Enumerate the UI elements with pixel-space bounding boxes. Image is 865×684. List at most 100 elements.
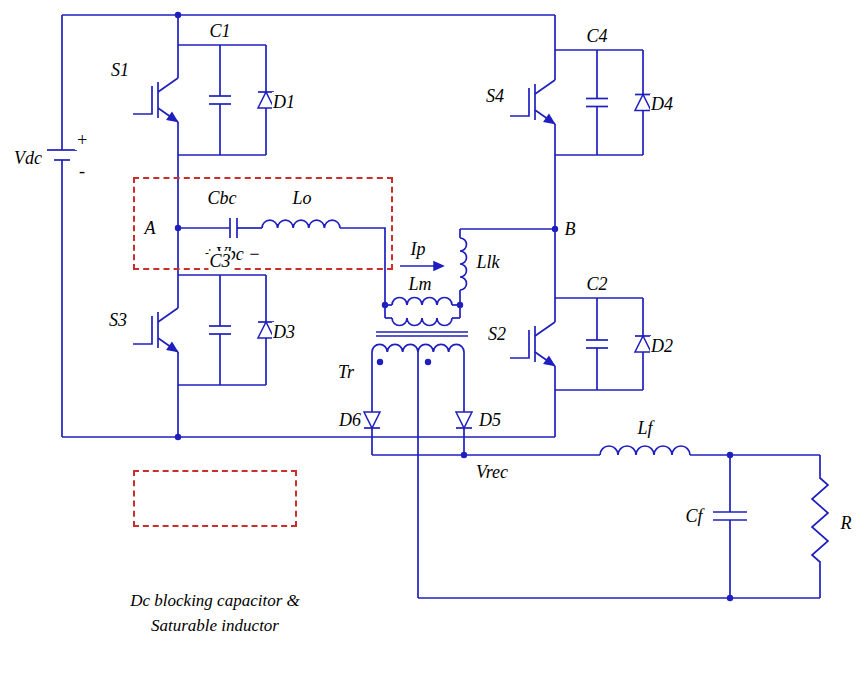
diode-symbol <box>635 336 651 352</box>
igbt-gate <box>510 330 529 358</box>
inductor-symbol <box>262 220 340 228</box>
capacitor-symbol <box>209 95 231 97</box>
capacitor-symbol <box>229 218 231 238</box>
wire <box>177 45 179 78</box>
component-label: D3 <box>272 322 296 342</box>
wire <box>372 454 600 456</box>
wire <box>178 154 266 156</box>
component-label: B <box>564 219 577 239</box>
capacitor-symbol <box>713 511 747 513</box>
component-label: C4 <box>585 26 608 46</box>
wire <box>62 436 555 438</box>
igbt-symbol <box>158 108 178 122</box>
wire <box>371 428 373 455</box>
igbt-symbol <box>157 82 159 118</box>
transformer-core <box>376 335 468 337</box>
component-label: Lo <box>291 188 312 208</box>
component-label: S4 <box>485 86 505 106</box>
diode-symbol <box>635 95 651 111</box>
component-label: C2 <box>585 274 608 294</box>
wire <box>265 108 267 155</box>
junction-dot <box>727 452 733 458</box>
wire <box>177 352 179 385</box>
wire <box>459 229 461 238</box>
wire <box>219 334 221 385</box>
inductor-symbol <box>600 446 690 455</box>
wire <box>463 352 465 412</box>
diode-symbol <box>364 412 380 428</box>
wire <box>642 111 644 156</box>
component-label: S3 <box>108 310 128 330</box>
wire <box>178 384 266 386</box>
wire <box>596 107 598 156</box>
wire <box>177 122 179 155</box>
wire <box>690 454 820 456</box>
component-label: D2 <box>650 336 674 356</box>
wire <box>61 160 63 437</box>
igbt-symbol <box>535 80 555 94</box>
component-label: Tr <box>337 362 355 382</box>
igbt-symbol <box>535 352 555 366</box>
capacitor-symbol <box>586 339 608 341</box>
wire <box>729 520 731 598</box>
wire <box>555 49 643 51</box>
igbt-symbol <box>158 338 178 352</box>
igbt-symbol <box>158 308 178 322</box>
junction-dot <box>175 12 181 18</box>
wire <box>219 104 221 155</box>
transformer-core <box>376 331 468 333</box>
wire <box>555 154 643 156</box>
component-label: C1 <box>208 21 231 41</box>
legend-text: Dc blocking capacitor & Saturable induct… <box>105 588 325 638</box>
igbt-symbol <box>535 110 555 124</box>
component-label: S2 <box>487 324 507 344</box>
inductor-symbol <box>460 238 467 290</box>
transformer-winding <box>392 318 452 326</box>
wire <box>554 390 556 437</box>
wire <box>555 297 643 299</box>
wire <box>178 44 266 46</box>
wire <box>554 124 556 155</box>
magnetizing-inductor <box>392 298 452 306</box>
wire <box>237 227 262 229</box>
wire <box>62 14 555 16</box>
igbt-symbol <box>157 312 159 348</box>
wire <box>596 298 598 340</box>
junction-dot <box>727 595 733 601</box>
diode-symbol <box>456 412 472 428</box>
wire <box>554 15 556 50</box>
wire <box>554 50 556 80</box>
component-label: Llk <box>475 252 500 272</box>
igbt-arrow <box>167 343 177 351</box>
component-label: S1 <box>110 60 130 80</box>
highlight-region: ACbcLo+Vbc − <box>133 177 393 270</box>
current-arrow <box>400 265 436 267</box>
component-label: D6 <box>338 410 362 430</box>
wire <box>463 428 465 455</box>
igbt-arrow <box>544 357 554 365</box>
igbt-gate <box>133 316 152 344</box>
junction-dot <box>175 434 181 440</box>
junction-dot <box>552 226 558 232</box>
wire <box>555 389 643 391</box>
wire <box>177 275 179 308</box>
wire <box>178 274 266 276</box>
component-label: - <box>78 161 86 181</box>
component-label: Cbc <box>207 188 238 208</box>
junction-dot <box>382 302 388 308</box>
wire <box>265 338 267 385</box>
igbt-gate <box>510 88 529 116</box>
resistor-symbol <box>812 455 828 598</box>
component-label: C3 <box>208 251 231 271</box>
junction-dot <box>461 452 467 458</box>
capacitor-symbol <box>586 98 608 100</box>
wire <box>177 385 179 437</box>
igbt-symbol <box>534 326 536 362</box>
wire <box>642 298 644 336</box>
component-label: Cf <box>684 506 703 526</box>
component-label: + <box>75 130 89 150</box>
component-label: R <box>840 513 853 533</box>
igbt-arrow <box>167 113 177 121</box>
transformer-winding <box>372 344 464 352</box>
